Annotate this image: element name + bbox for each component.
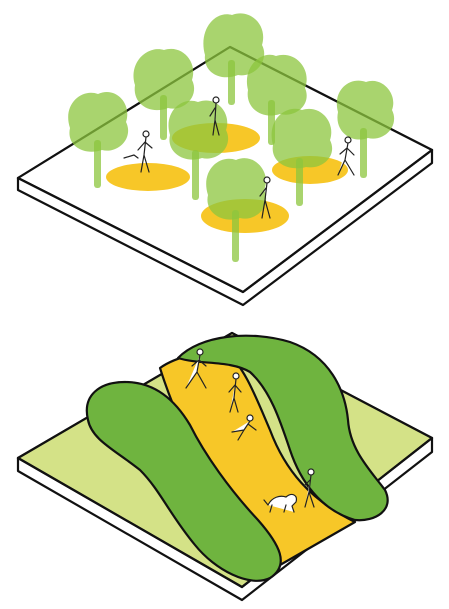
panel-scattered-trees <box>18 13 432 305</box>
panel-landscape-mounds <box>18 333 432 600</box>
